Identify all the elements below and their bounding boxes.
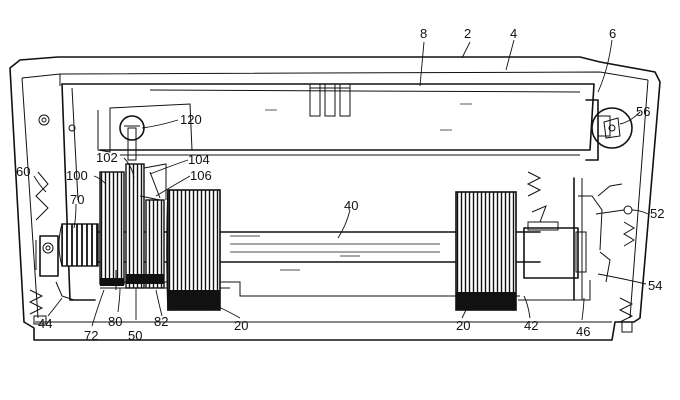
roller-right (455, 191, 517, 311)
label-20-right: 20 (456, 318, 470, 333)
gear-train (99, 163, 167, 290)
top-guide-bar (61, 83, 595, 156)
left-side-plate (38, 83, 193, 301)
right-bracket (585, 99, 633, 161)
roller-left (166, 189, 221, 311)
label-8: 8 (420, 26, 427, 41)
label-52: 52 (650, 206, 664, 221)
right-mechanism (518, 171, 635, 333)
label-102: 102 (96, 150, 118, 165)
label-44: 44 (38, 316, 52, 331)
label-46: 46 (576, 324, 590, 339)
label-20-left: 20 (234, 318, 248, 333)
label-104: 104 (188, 152, 210, 167)
label-6: 6 (609, 26, 616, 41)
label-106: 106 (190, 168, 212, 183)
label-60: 60 (16, 164, 30, 179)
label-50: 50 (128, 328, 142, 343)
label-82: 82 (154, 314, 168, 329)
label-2: 2 (464, 26, 471, 41)
label-56: 56 (636, 104, 650, 119)
label-4: 4 (510, 26, 517, 41)
label-70: 70 (70, 192, 84, 207)
spring-70 (58, 223, 99, 267)
label-42: 42 (524, 318, 538, 333)
label-72: 72 (84, 328, 98, 343)
screw-120 (119, 115, 145, 161)
label-120: 120 (180, 112, 202, 127)
label-54: 54 (648, 278, 662, 293)
label-80: 80 (108, 314, 122, 329)
leader-lines (33, 39, 649, 327)
reference-labels: 2 4 6 8 120 56 102 104 100 106 60 70 40 … (16, 26, 664, 343)
housing-frame (9, 56, 661, 341)
left-lever-60 (28, 171, 75, 325)
label-100: 100 (66, 168, 88, 183)
label-40: 40 (344, 198, 358, 213)
